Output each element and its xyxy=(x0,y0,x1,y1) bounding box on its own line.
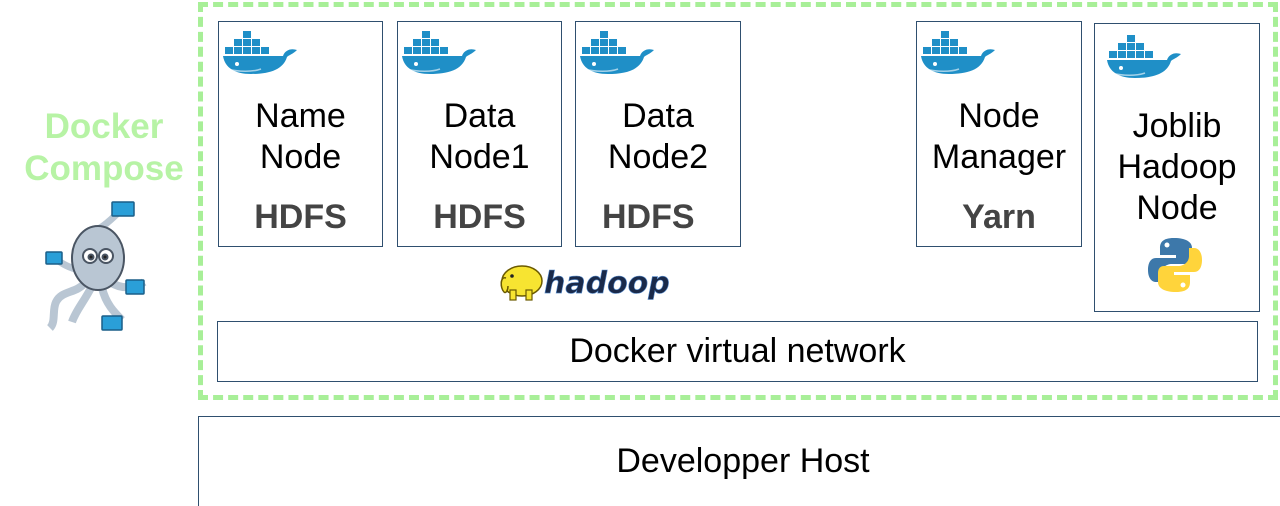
node-service-label: HDFS xyxy=(602,198,695,236)
node-name-label: Data Node1 xyxy=(429,97,530,176)
docker-whale-icon xyxy=(919,28,997,76)
hadoop-logo-icon: hadoop xyxy=(500,265,670,301)
python-icon xyxy=(1148,238,1202,292)
docker-whale-icon xyxy=(400,28,478,76)
docker-compose-octopus-icon xyxy=(45,201,147,331)
docker-compose-label-line2: Compose xyxy=(24,149,184,188)
node-node-manager: Node Manager Yarn xyxy=(916,21,1082,247)
docker-compose-label-line1: Docker xyxy=(44,107,164,146)
node-name-label: Joblib Hadoop Node xyxy=(1117,107,1237,227)
node-service-label: HDFS xyxy=(254,198,347,236)
node-name-label: Data Node2 xyxy=(607,97,709,176)
docker-compose-label: Docker Compose xyxy=(14,106,194,190)
node-name-label: Name Node xyxy=(255,97,346,176)
docker-compose-boundary xyxy=(198,2,1278,400)
docker-virtual-network: Docker virtual network xyxy=(217,321,1258,382)
hadoop-logo-text: hadoop xyxy=(544,266,670,301)
docker-whale-icon xyxy=(578,28,656,76)
docker-whale-icon xyxy=(1105,32,1183,80)
node-name-label: Node Manager xyxy=(931,97,1067,176)
node-service-label: Yarn xyxy=(962,198,1036,236)
node-service-label: HDFS xyxy=(433,198,526,236)
node-name-node: Name Node HDFS xyxy=(218,21,383,247)
developer-host: Developper Host xyxy=(198,416,1280,506)
node-data-node1: Data Node1 HDFS xyxy=(397,21,562,247)
node-joblib-hadoop-node: Joblib Hadoop Node xyxy=(1094,23,1260,312)
docker-whale-icon xyxy=(221,28,299,76)
node-data-node2: Data Node2 HDFS xyxy=(575,21,741,247)
